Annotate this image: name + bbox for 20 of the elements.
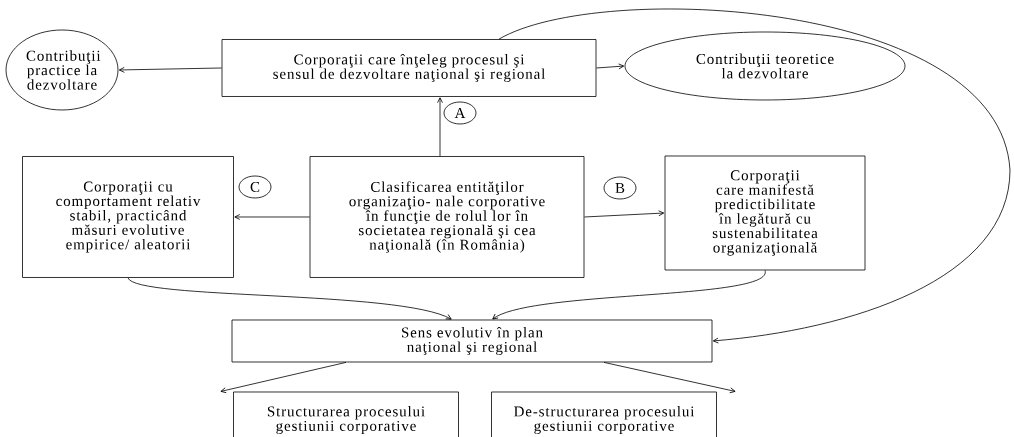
process-box: Structurarea procesului gestiunii corporative <box>233 391 459 437</box>
arrow <box>234 214 310 220</box>
process-box: De-structurarea procesului gestiunii corporative <box>491 391 717 437</box>
arrow <box>492 270 766 320</box>
edge-label: C <box>238 175 272 199</box>
process-box: Corporaţii care înţeleg procesul şi sensul de dezvoltare naţional şi regional <box>221 39 597 97</box>
process-box: Clasificarea entităţilor organizaţio- nale corporative în funcţie de rolul lor în societatea regională şi cea naţională (în România) <box>309 156 585 278</box>
arrow <box>437 97 443 157</box>
arrow <box>127 277 452 320</box>
process-box: Corporaţii care manifestă predictibilitate în legătură cu sustenabilitatea organizaţională <box>664 155 866 271</box>
process-box: Corporaţii cu comportament relativ stabil, practicând măsuri evolutive empirice/ aleatorii <box>22 156 234 278</box>
arrow <box>498 8 1011 344</box>
arrow <box>596 63 625 70</box>
arrow <box>220 362 347 394</box>
edge-label: A <box>443 101 477 125</box>
edge-label: B <box>603 176 637 200</box>
arrow <box>118 67 222 73</box>
arrow <box>603 362 736 394</box>
arrow <box>584 210 665 218</box>
process-box: Sens evolutiv în plan naţional şi regional <box>231 319 713 363</box>
